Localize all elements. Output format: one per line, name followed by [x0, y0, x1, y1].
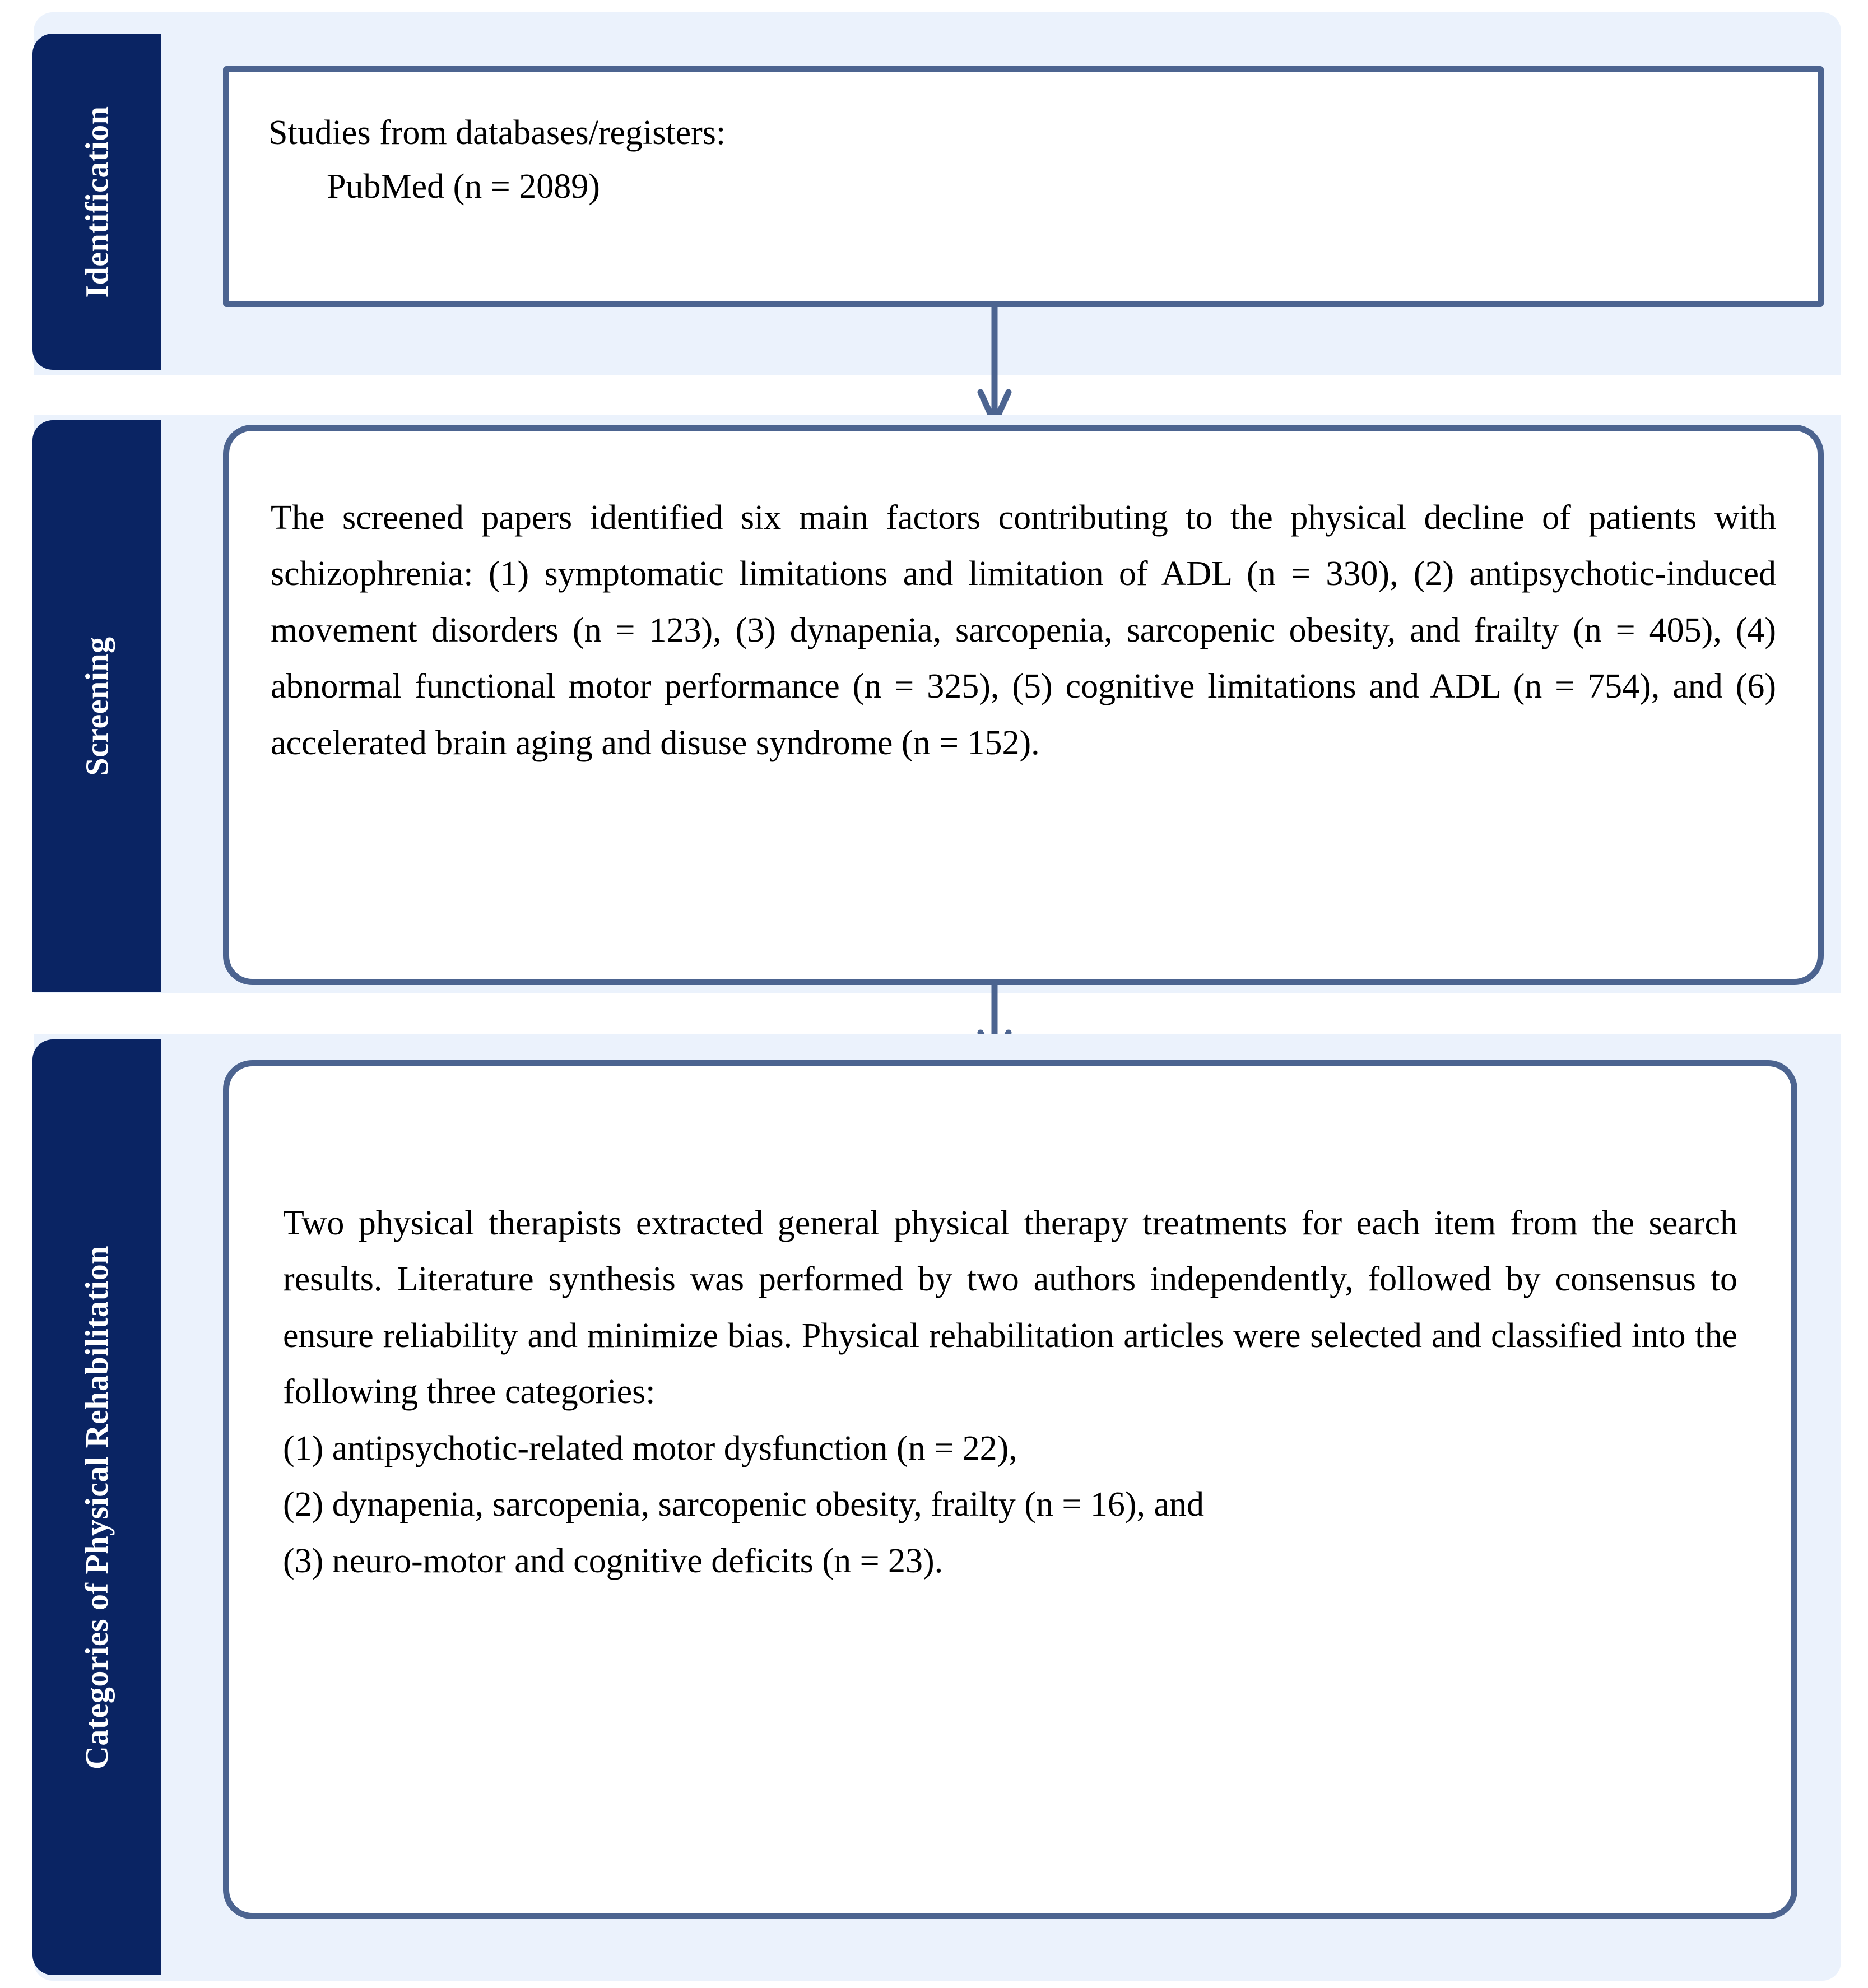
- arrow-identification-to-screening: [969, 307, 1020, 426]
- stage-tab-categories: Categories of Physical Rehabilitation: [32, 1039, 161, 1975]
- identification-box: Studies from databases/registers: PubMed…: [223, 66, 1824, 307]
- categories-paragraph: Two physical therapists extracted genera…: [283, 1204, 1737, 1411]
- categories-item-3: (3) neuro-motor and cognitive deficits (…: [283, 1541, 944, 1580]
- stage-tab-label-identification: Identification: [78, 105, 115, 298]
- categories-box-text: Two physical therapists extracted genera…: [283, 1195, 1737, 1589]
- categories-item-1: (1) antipsychotic-related motor dysfunct…: [283, 1429, 1017, 1467]
- stage-tab-label-categories: Categories of Physical Rehabilitation: [78, 1245, 115, 1769]
- identification-source-line: PubMed (n = 2089): [327, 168, 600, 206]
- screening-box-text: The screened papers identified six main …: [271, 499, 1776, 762]
- identification-heading: Studies from databases/registers:: [268, 114, 726, 152]
- stage-tab-identification: Identification: [32, 34, 161, 370]
- stage-tab-screening: Screening: [32, 420, 161, 992]
- down-arrow-icon: [977, 307, 1012, 426]
- screening-box: The screened papers identified six main …: [223, 425, 1824, 985]
- categories-box: Two physical therapists extracted genera…: [223, 1060, 1797, 1919]
- categories-item-2: (2) dynapenia, sarcopenia, sarcopenic ob…: [283, 1485, 1205, 1524]
- identification-box-text: Studies from databases/registers: PubMed…: [268, 106, 1778, 213]
- stage-tab-label-screening: Screening: [78, 636, 115, 776]
